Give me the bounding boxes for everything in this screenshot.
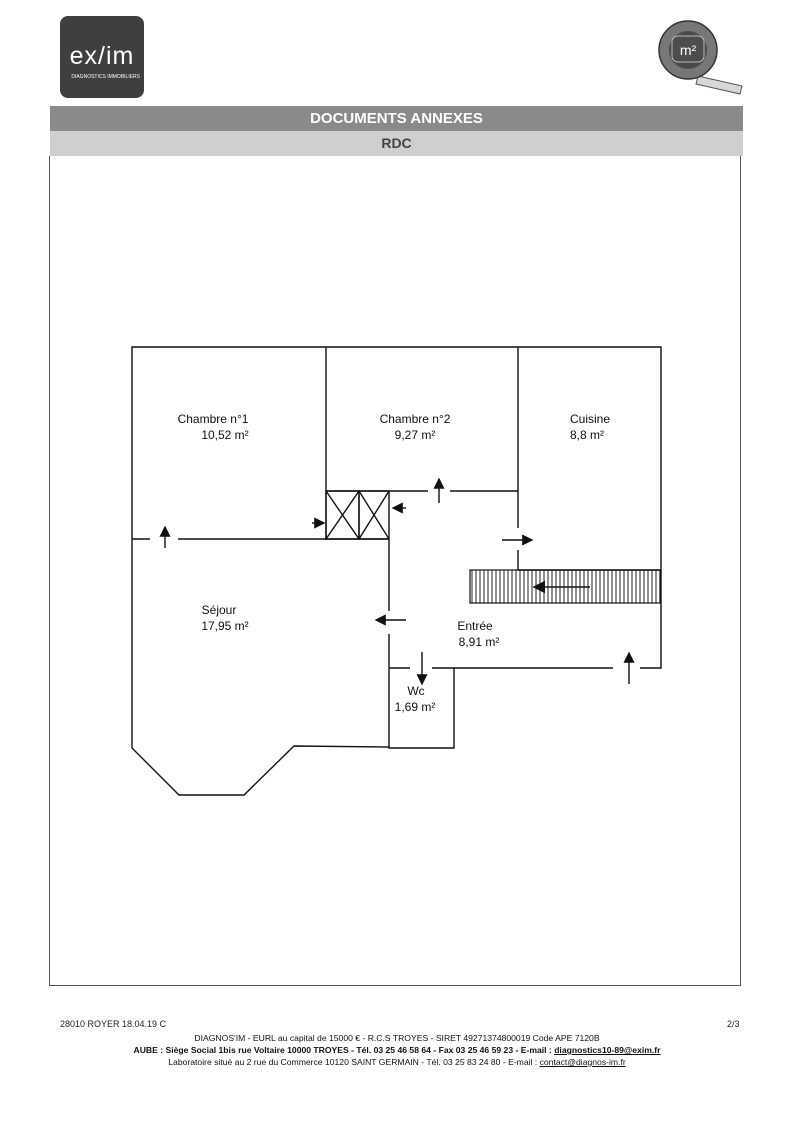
- laboratory-line: Laboratoire situé au 2 rue du Commerce 1…: [0, 1057, 794, 1067]
- floor-label: RDC: [50, 131, 743, 156]
- room-area-sejour: 17,95 m²: [201, 619, 248, 633]
- closet-right: [358, 490, 390, 540]
- floor-plan: Chambre n°1 10,52 m² Chambre n°2 9,27 m²…: [131, 346, 662, 796]
- email-link-aube[interactable]: diagnostics10-89@exim.fr: [554, 1045, 661, 1055]
- document-reference: 28010 ROYER 18.04.19 C: [60, 1019, 167, 1029]
- room-area-chambre-2: 9,27 m²: [395, 428, 436, 442]
- outer-wall: [131, 346, 662, 796]
- address-text: AUBE : Siège Social 1bis rue Voltaire 10…: [133, 1045, 555, 1055]
- room-name-chambre-1: Chambre n°1: [178, 412, 249, 426]
- room-name-cuisine: Cuisine: [570, 412, 610, 426]
- room-area-wc: 1,69 m²: [395, 700, 436, 714]
- room-name-wc: Wc: [407, 684, 424, 698]
- logo-word: ex/im: [69, 42, 135, 70]
- logo-right-text: m²: [680, 42, 697, 58]
- tape-measure-icon: m²: [658, 20, 743, 95]
- email-link-lab[interactable]: contact@diagnos-im.fr: [539, 1057, 626, 1067]
- room-area-entree: 8,91 m²: [459, 635, 500, 649]
- logo-tagline: DIAGNOSTICS IMMOBILIERS: [71, 74, 140, 80]
- room-area-chambre-1: 10,52 m²: [201, 428, 248, 442]
- company-address-line: AUBE : Siège Social 1bis rue Voltaire 10…: [0, 1045, 794, 1055]
- company-logo: ex/im DIAGNOSTICS IMMOBILIERS: [60, 16, 144, 98]
- room-name-chambre-2: Chambre n°2: [380, 412, 451, 426]
- room-name-sejour: Séjour: [202, 603, 237, 617]
- room-name-entree: Entrée: [457, 619, 493, 633]
- laboratory-text: Laboratoire situé au 2 rue du Commerce 1…: [168, 1057, 540, 1067]
- plan-frame: Chambre n°1 10,52 m² Chambre n°2 9,27 m²…: [49, 156, 741, 986]
- company-legal-line: DIAGNOS'IM - EURL au capital de 15000 € …: [194, 1033, 600, 1043]
- page-number: 2/3: [727, 1019, 740, 1029]
- section-title: DOCUMENTS ANNEXES: [50, 106, 743, 131]
- room-area-cuisine: 8,8 m²: [570, 428, 604, 442]
